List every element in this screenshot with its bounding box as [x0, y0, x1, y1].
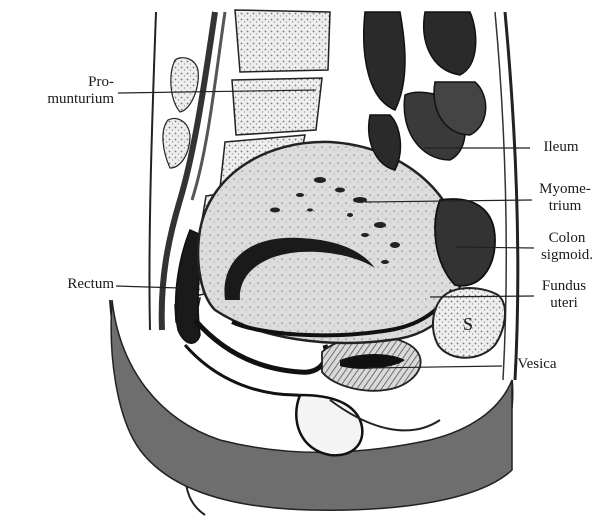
label-fundus-uteri: Fundus uteri — [532, 278, 596, 312]
leader-rectum — [116, 286, 180, 288]
label-ileum: Ileum — [530, 139, 592, 156]
label-colon-sigmoid: Colon sigmoid. — [532, 230, 602, 264]
symphysis: S — [433, 288, 505, 358]
label-promunturium: Pro- munturium — [26, 74, 114, 108]
ileum-loops — [364, 12, 486, 170]
label-rectum: Rectum — [30, 276, 114, 293]
label-vesica: Vesica — [502, 356, 572, 373]
label-myometrium: Myome- trium — [530, 181, 600, 215]
symphysis-label: S — [463, 314, 473, 334]
